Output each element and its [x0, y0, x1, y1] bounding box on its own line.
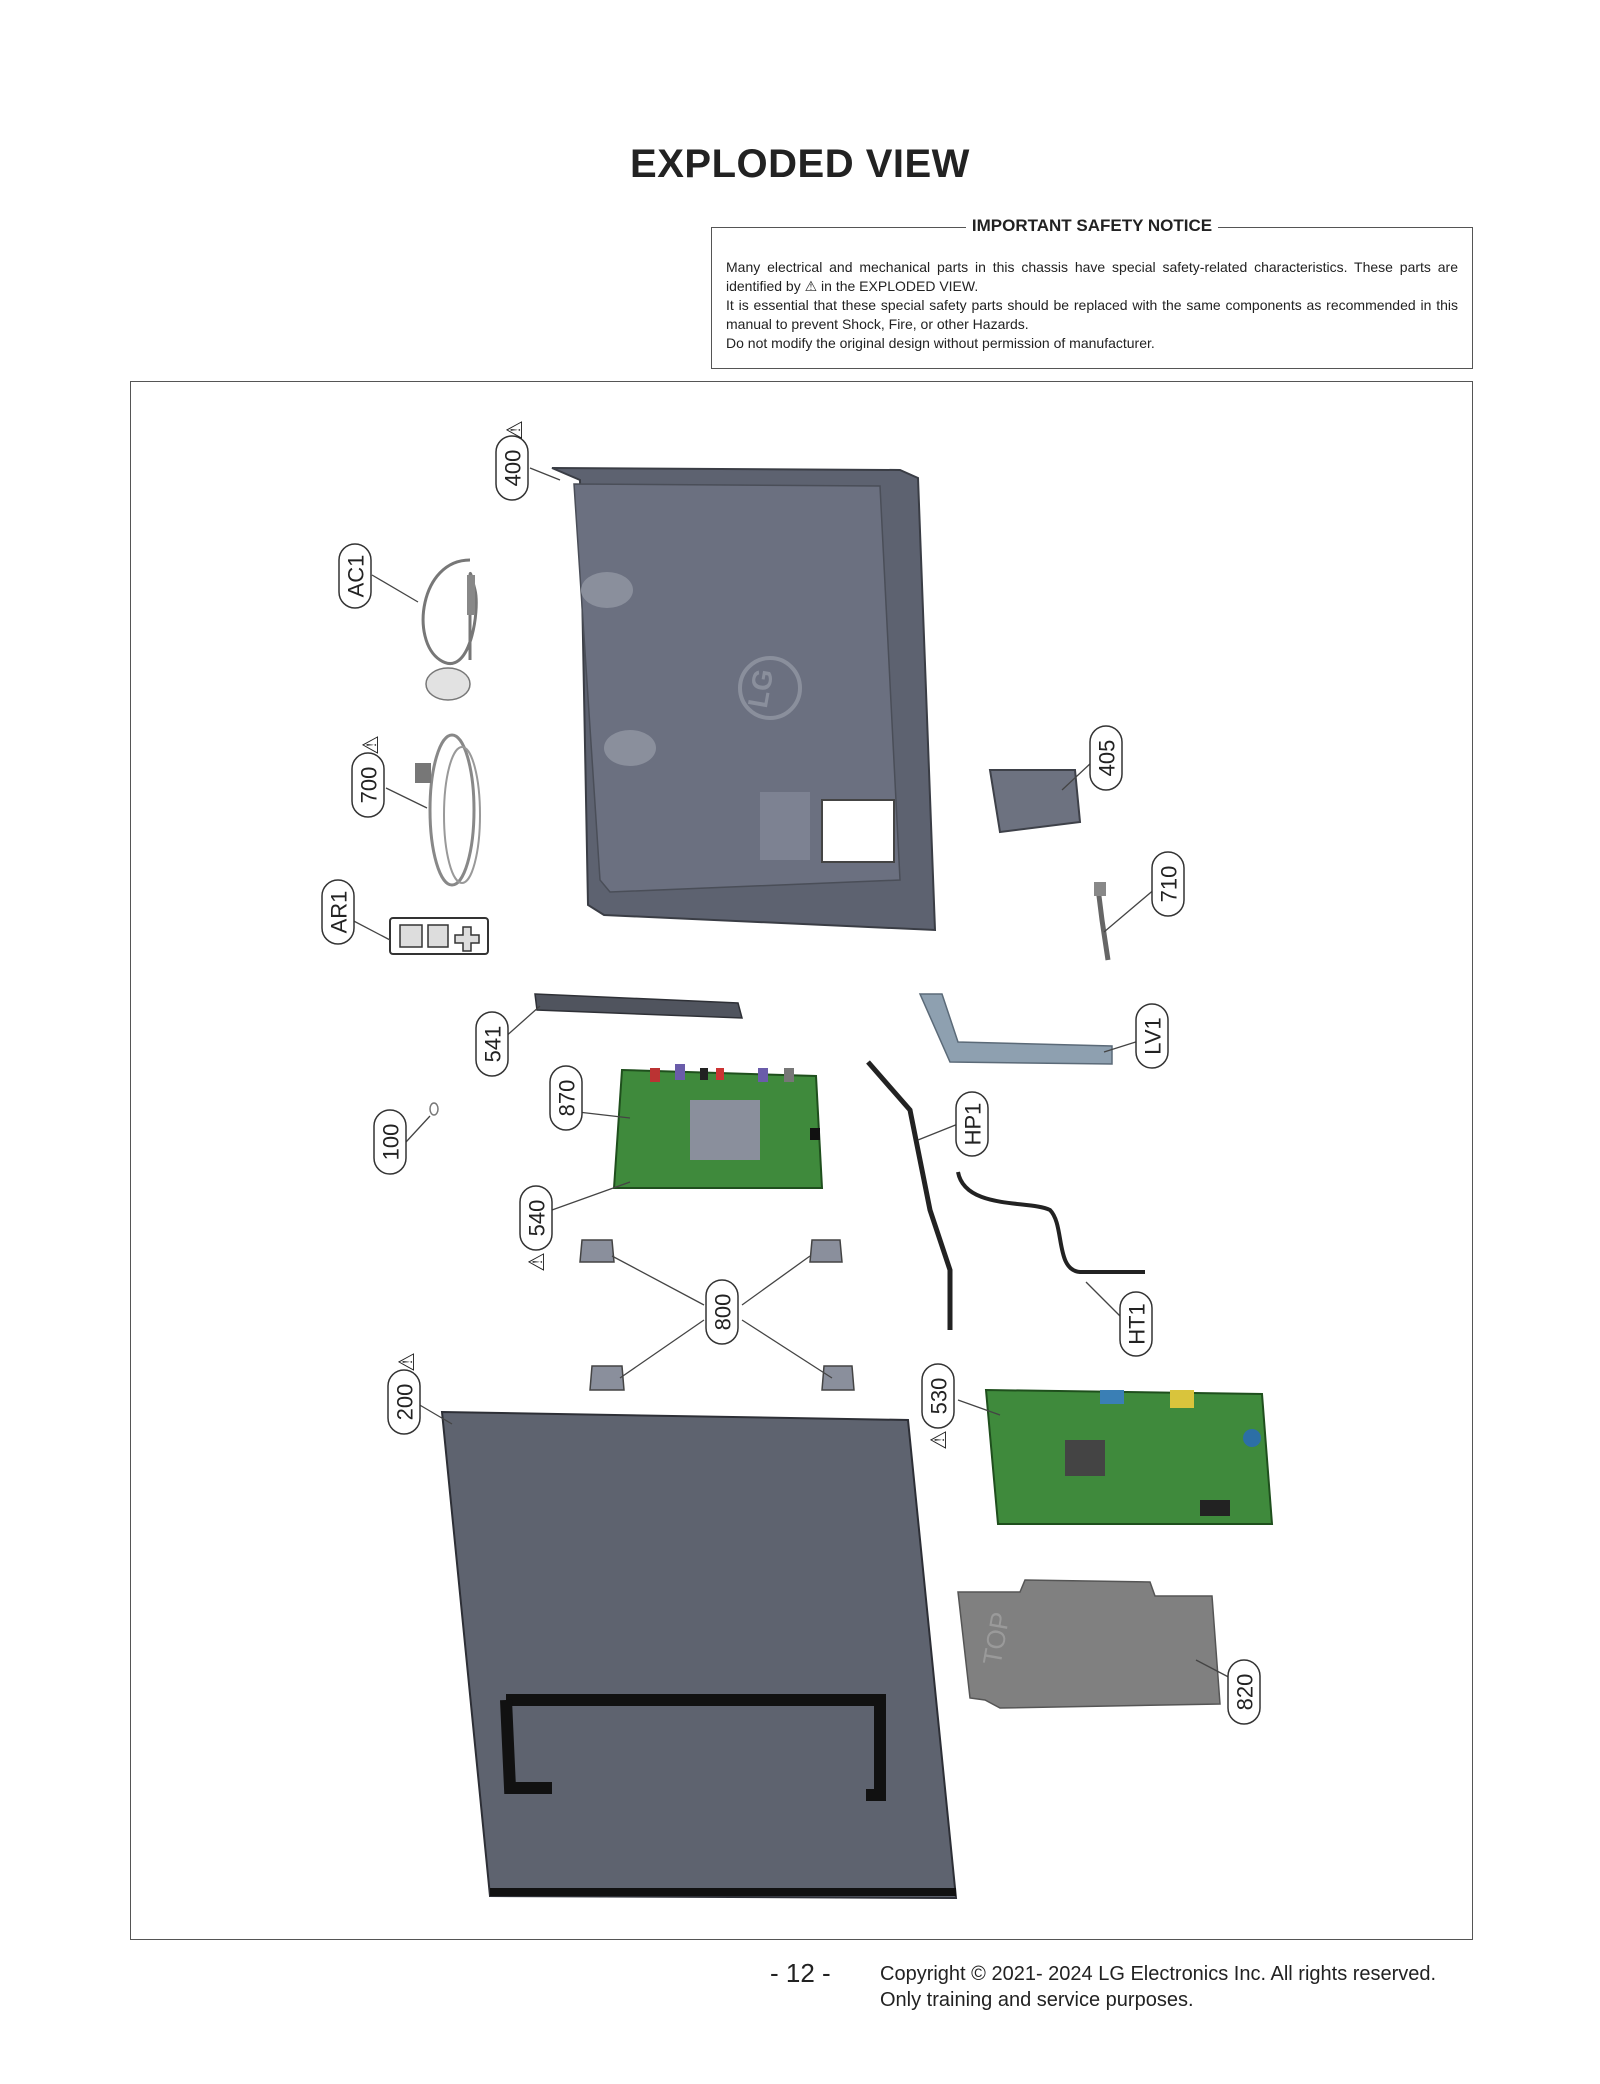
cable-part-hp1 [866, 1060, 953, 1330]
callout-100: 100 [373, 1109, 407, 1175]
insulation-sheet-part: TOP [957, 1579, 1221, 1709]
svg-text:541: 541 [481, 1026, 506, 1063]
power-cord-part [415, 733, 481, 887]
power-board-part [984, 1388, 1274, 1525]
callout-400: 400 [495, 435, 529, 501]
svg-text:405: 405 [1095, 740, 1120, 777]
page-number: - 12 - [770, 1958, 831, 1988]
safety-notice-body: Many electrical and mechanical parts in … [726, 258, 1458, 353]
svg-text:AC1: AC1 [344, 555, 369, 598]
safety-notice-line-2: It is essential that these special safet… [726, 297, 1458, 332]
safety-notice-box: IMPORTANT SAFETY NOTICE Many electrical … [711, 216, 1473, 369]
callout-405: 405 [1089, 725, 1123, 791]
callout-LV1: LV1 [1135, 1003, 1169, 1069]
display-panel-part [440, 1410, 958, 1900]
cable-holder-part [389, 917, 489, 955]
svg-text:820: 820 [1233, 1674, 1258, 1711]
svg-text:400: 400 [501, 450, 526, 487]
callout-HP1: HP1 [955, 1091, 989, 1157]
copyright-block: Copyright © 2021- 2024 LG Electronics In… [880, 1961, 1436, 2013]
svg-text:870: 870 [555, 1080, 580, 1117]
cable-part-ht1 [956, 1171, 1145, 1274]
safety-notice-title: IMPORTANT SAFETY NOTICE [965, 216, 1219, 235]
page-title: EXPLODED VIEW [630, 142, 970, 186]
copyright-line-1: Copyright © 2021- 2024 LG Electronics In… [880, 1963, 1437, 1985]
cable-part-710 [1094, 882, 1111, 961]
svg-text:800: 800 [711, 1294, 736, 1331]
copyright-line-2: Only training and service purposes. [880, 1989, 1194, 2011]
callout-541: 541 [475, 1011, 509, 1077]
callout-200: 200 [387, 1369, 421, 1435]
svg-text:HT1: HT1 [1125, 1303, 1150, 1345]
callout-530: 530 [921, 1363, 955, 1429]
callout-540: 540 [519, 1185, 553, 1251]
svg-text:200: 200 [393, 1384, 418, 1421]
svg-text:710: 710 [1157, 866, 1182, 903]
svg-text:HP1: HP1 [961, 1103, 986, 1146]
svg-text:540: 540 [525, 1200, 550, 1237]
safety-notice-line-3: Do not modify the original design withou… [726, 335, 1155, 351]
terminal-cover-part [988, 769, 1082, 834]
callout-HT1: HT1 [1119, 1291, 1153, 1357]
diagram-frame [130, 381, 1473, 1940]
svg-text:700: 700 [357, 767, 382, 804]
safety-mark-400: ⚠ [502, 420, 527, 440]
safety-mark-200: ⚠ [394, 1352, 419, 1372]
bracket-part-800 [579, 1239, 855, 1391]
safety-mark-700: ⚠ [358, 735, 383, 755]
callout-800: 800 [705, 1279, 739, 1345]
remote-sensor-part [421, 558, 478, 701]
screw-part [429, 1102, 439, 1116]
callout-870: 870 [549, 1065, 583, 1131]
callout-700: 700 [351, 752, 385, 818]
callout-AC1: AC1 [338, 543, 372, 609]
safety-notice-line-1: Many electrical and mechanical parts in … [726, 259, 1458, 294]
svg-text:LV1: LV1 [1141, 1017, 1166, 1055]
safety-mark-540: ⚠ [524, 1252, 549, 1272]
callout-710: 710 [1151, 851, 1185, 917]
callout-AR1: AR1 [321, 879, 355, 945]
safety-mark-530: ⚠ [926, 1430, 951, 1450]
back-cover-part: LG [551, 467, 937, 932]
callout-820: 820 [1227, 1659, 1261, 1725]
main-board-part [612, 1064, 824, 1189]
lg-logo-text: LG [742, 667, 779, 711]
svg-text:100: 100 [379, 1124, 404, 1161]
lvds-cable-part [918, 993, 1113, 1065]
svg-text:530: 530 [927, 1378, 952, 1415]
bracket-part-541 [534, 993, 743, 1019]
svg-text:AR1: AR1 [327, 891, 352, 934]
